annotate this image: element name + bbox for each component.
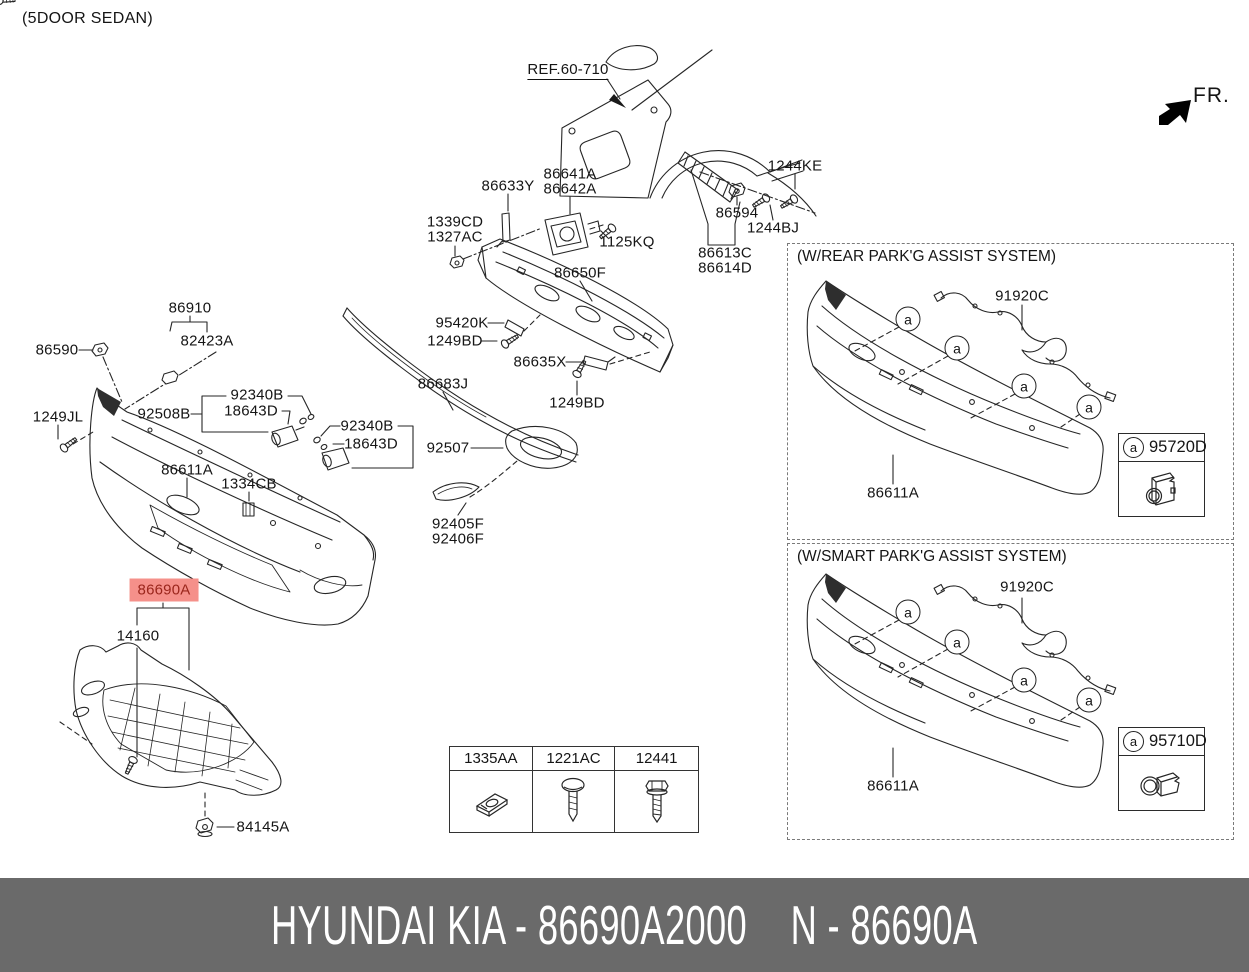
part-label-1327ac[interactable]: 1327AC (427, 228, 483, 246)
part-label-86642a[interactable]: 86642A (543, 180, 597, 198)
callout-marker-a: a (1123, 437, 1144, 458)
callout-marker-a: a (944, 335, 970, 361)
part-label-82423a[interactable]: 82423A (180, 332, 234, 350)
part-label-1125kq[interactable]: 1125KQ (599, 233, 655, 251)
part-label-86611a[interactable]: 86611A (867, 484, 919, 502)
part-label-14160[interactable]: 14160 (116, 627, 160, 645)
part-label-86641a[interactable]: 86641A (543, 165, 597, 183)
callout-marker-a: a (1011, 667, 1037, 693)
part-label-84145a[interactable]: 84145A (236, 818, 290, 836)
quarter-panel-art (559, 45, 817, 246)
callout-marker-a: a (1076, 394, 1102, 420)
part-label-86594[interactable]: 86594 (715, 204, 759, 222)
part-label-1339cd[interactable]: 1339CD (426, 213, 484, 231)
part-label-86690a[interactable]: 86690A (129, 578, 199, 602)
part-label-92405f[interactable]: 92405F (431, 515, 485, 533)
part-label-92507[interactable]: 92507 (426, 439, 470, 457)
fr-arrow-icon (1159, 100, 1191, 125)
fastener-legend-table: 1335AA 1221AC 12441 (449, 746, 699, 833)
fastener-header-1221ac: 1221AC (532, 747, 616, 771)
bolt-icon (615, 771, 698, 832)
part-label-86910[interactable]: 86910 (168, 299, 212, 317)
part-label-86650f[interactable]: 86650F (553, 264, 607, 282)
moulding-art (342, 307, 579, 516)
back-beam-art (477, 238, 674, 396)
part-label-92406f[interactable]: 92406F (431, 530, 485, 548)
screw-icons (0, 0, 800, 777)
callout-marker-a: a (895, 599, 921, 625)
fastener-header-1335aa: 1335AA (450, 747, 533, 771)
part-label-1334cb[interactable]: 1334CB (221, 475, 277, 493)
part-label-86611a[interactable]: 86611A (867, 777, 919, 795)
rear-park-assist-box: (W/REAR PARK'G ASSIST SYSTEM) (787, 243, 1234, 540)
assist-box-art (806, 280, 1117, 495)
part-label-ref.60-710[interactable]: REF.60-710 (527, 61, 609, 80)
sensor-callout-header: a 95710D (1119, 728, 1207, 756)
part-label-92340b[interactable]: 92340B (230, 386, 284, 404)
sensor-callout-header: a 95720D (1119, 434, 1207, 462)
part-label-86590[interactable]: 86590 (35, 341, 79, 359)
sensor-callout-95720d: a 95720D (1118, 433, 1207, 517)
part-label-1249bd[interactable]: 1249BD (427, 332, 483, 350)
footer-part-code: N - 86690A (790, 894, 978, 956)
part-label-1244bj[interactable]: 1244BJ (746, 219, 800, 237)
clip-icon (450, 771, 533, 832)
part-label-1244ke[interactable]: 1244KE (767, 157, 823, 175)
callout-marker-a: a (1011, 373, 1037, 399)
part-label-86611a[interactable]: 86611A (161, 461, 213, 479)
fastener-header-12441: 12441 (615, 747, 698, 771)
footer-catalog-code: HYUNDAI KIA - 86690A2000 (271, 894, 748, 956)
part-label-86613c[interactable]: 86613C (698, 244, 752, 262)
smart-park-assist-title: (W/SMART PARK'G ASSIST SYSTEM) (797, 548, 1067, 565)
part-label-1249bd[interactable]: 1249BD (549, 394, 605, 412)
front-direction-label: FR. (1193, 84, 1230, 107)
part-label-91920c[interactable]: 91920C (1000, 578, 1054, 596)
part-label-92340b[interactable]: 92340B (340, 417, 394, 435)
variant-label: (5DOOR SEDAN) (22, 10, 154, 27)
callout-marker-a: a (944, 629, 970, 655)
part-label-86614d[interactable]: 86614D (698, 259, 752, 277)
callout-marker-a: a (895, 306, 921, 332)
sensor-icon (1119, 756, 1204, 810)
part-label-86633y[interactable]: 86633Y (481, 177, 535, 195)
footer-text: HYUNDAI KIA - 86690A2000 N - 86690A (271, 893, 978, 957)
part-label-18643d[interactable]: 18643D (224, 402, 278, 420)
part-label-91920c[interactable]: 91920C (995, 287, 1049, 305)
rear-park-assist-title: (W/REAR PARK'G ASSIST SYSTEM) (797, 248, 1057, 265)
part-label-95710d[interactable]: 95710D (1149, 732, 1207, 750)
screw-icon (533, 771, 616, 832)
part-label-86683j[interactable]: 86683J (417, 375, 469, 393)
part-label-95720d[interactable]: 95720D (1149, 438, 1207, 456)
callout-marker-a: a (1123, 731, 1144, 752)
part-label-18643d[interactable]: 18643D (344, 435, 398, 453)
smart-park-assist-box: (W/SMART PARK'G ASSIST SYSTEM) (787, 543, 1234, 840)
bumper-cover-art (57, 315, 414, 626)
part-label-95420k[interactable]: 95420K (435, 314, 489, 332)
part-label-1249jl[interactable]: 1249JL (32, 408, 84, 426)
part-label-92508b[interactable]: 92508B (137, 405, 191, 423)
callout-marker-a: a (1076, 687, 1102, 713)
sensor-icon (1119, 462, 1204, 516)
part-label-86635x[interactable]: 86635X (513, 353, 567, 371)
under-cover-art (59, 602, 282, 838)
sensor-callout-95710d: a 95710D (1118, 727, 1207, 811)
footer-banner: HYUNDAI KIA - 86690A2000 N - 86690A (0, 878, 1249, 972)
